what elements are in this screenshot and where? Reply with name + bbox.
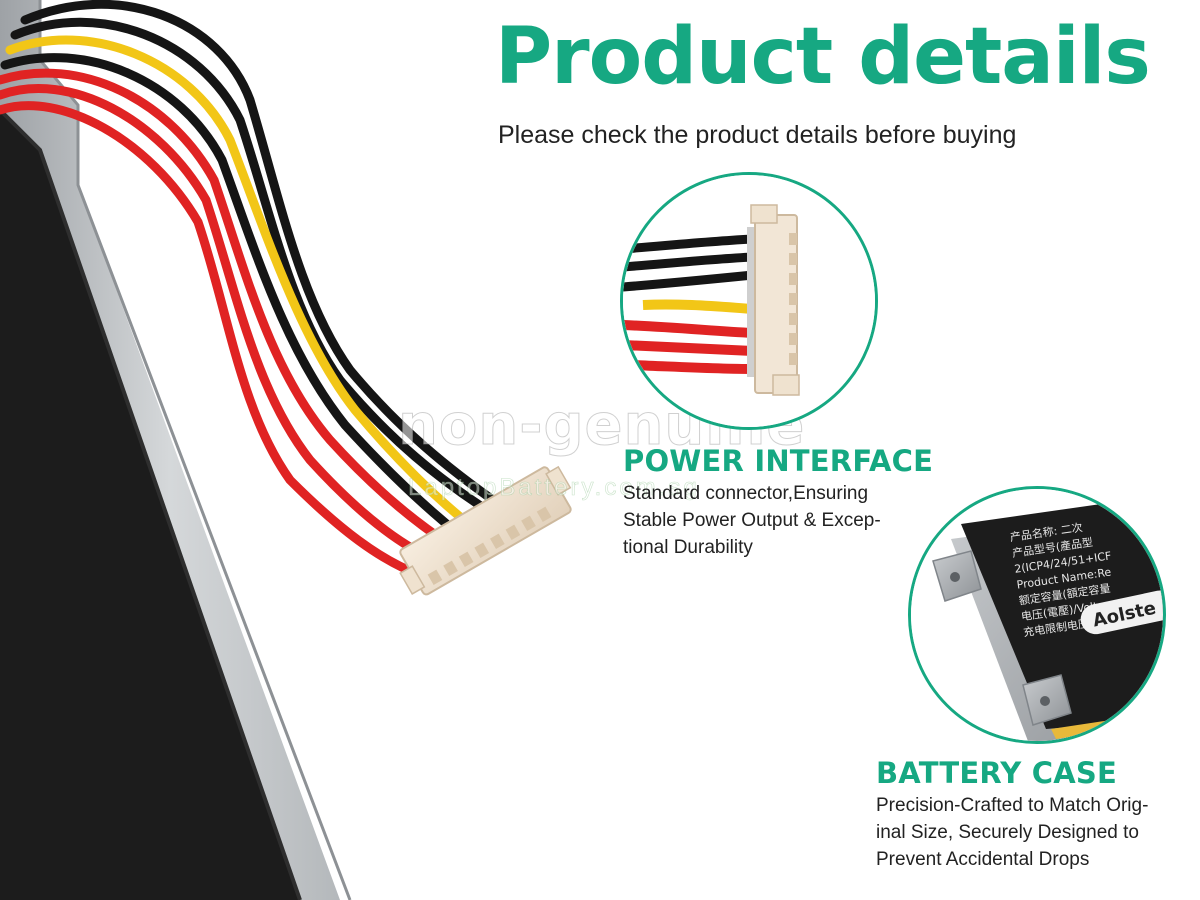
feature-description-power-interface: Standard connector,Ensuring Stable Power… <box>623 480 923 561</box>
wire-black-2 <box>10 17 495 517</box>
wire-bundle <box>0 0 505 580</box>
feature-description-battery-case: Precision-Crafted to Match Orig- inal Si… <box>876 792 1188 873</box>
description-line: Prevent Accidental Drops <box>876 849 1090 870</box>
connector-closeup-image <box>623 175 875 427</box>
feature-title-battery-case: BATTERY CASE <box>876 756 1117 790</box>
battery-case-closeup-circle: 产品名称: 二次 产品型号(產品型 2(ICP4/24/51+ICF Produ… <box>908 486 1166 744</box>
description-line: Stable Power Output & Excep- <box>623 510 881 531</box>
page-title: Product details <box>495 12 1151 102</box>
wire-black-3 <box>0 53 465 540</box>
page-subtitle: Please check the product details before … <box>498 121 1017 149</box>
connector-closeup-circle <box>620 172 878 430</box>
description-line: Standard connector,Ensuring <box>623 483 869 504</box>
description-line: tional Durability <box>623 537 753 558</box>
battery-body <box>0 110 300 900</box>
wire-black-1 <box>20 0 505 510</box>
watermark-sub: LaptopBattery.com.sg <box>408 474 700 502</box>
wire-red-3 <box>0 101 425 580</box>
wire-red-1 <box>0 68 455 550</box>
description-line: inal Size, Securely Designed to <box>876 822 1139 843</box>
wire-yellow <box>5 35 475 530</box>
wire-red-2 <box>0 84 440 565</box>
battery-case-closeup-image: 产品名称: 二次 产品型号(產品型 2(ICP4/24/51+ICF Produ… <box>911 489 1163 741</box>
wire-connector <box>399 465 572 596</box>
description-line: Precision-Crafted to Match Orig- <box>876 795 1149 816</box>
feature-title-power-interface: POWER INTERFACE <box>623 444 934 478</box>
